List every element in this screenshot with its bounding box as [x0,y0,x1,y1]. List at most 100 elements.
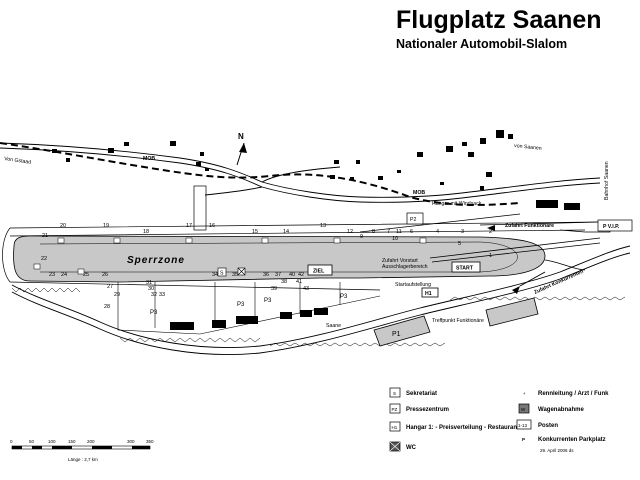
scale-length-label: Länge : 2,7 km [68,457,98,462]
post-number: 33 [159,292,165,298]
post-number: 8 [372,229,375,235]
post-number: 16 [209,223,215,229]
label-p3-2: P3 [237,302,245,308]
label-pvip: P V.I.P. [603,224,620,230]
map-title: Flugplatz Saanen [396,6,602,34]
post-number: 1 [489,253,492,259]
post-number: 19 [103,223,109,229]
mob-label-left: MOB [143,156,155,162]
track-course-lines [39,241,518,273]
label-hangar-windsack: Hangar mit Windsack [432,201,482,207]
label-start: START [456,266,474,272]
post-number: 36 [263,272,269,278]
svg-text:PZ: PZ [392,407,398,412]
post-number: 34 [212,272,218,278]
hangar-blocks [170,308,328,330]
svg-text:1-13: 1-13 [518,423,528,428]
post-number: 11 [396,229,402,235]
post-number: 28 [104,304,110,310]
post-number: 10 [392,236,398,242]
scale-tick-3: 150 [68,439,76,444]
svg-text:WC: WC [406,445,417,451]
post-number: 20 [60,223,66,229]
scale-tick-4: 200 [87,439,95,444]
label-s: S [220,271,224,277]
legend: S Sekretariat PZ Pressezentrum H1 Hangar… [389,387,609,453]
post-number: 7 [387,229,390,235]
scale-bar: 0 50 100 150 200 300 350 Länge : 2,7 km [10,439,154,462]
legend-right-1: W Wagenabnahme [518,403,584,414]
label-p3-4: P3 [340,294,348,300]
legend-right-0: + Rennleitung / Arzt / Funk [523,391,609,397]
crossing-road [193,185,207,231]
post-number: 22 [41,256,47,262]
mob-railway [0,142,521,206]
svg-text:Rennleitung / Arzt / Funk: Rennleitung / Arzt / Funk [538,391,609,397]
post-number: 18 [143,229,149,235]
post-number: 35 [232,272,238,278]
post-number: 43 [303,286,309,292]
svg-text:P: P [522,437,525,442]
legend-date: 29. April 2006 ds [540,448,574,453]
label-p3-3: P3 [264,298,272,304]
post-numbers: 1 2 3 4 5 6 7 8 9 10 11 12 13 14 15 16 1… [41,223,492,310]
post-number: 17 [186,223,192,229]
parking-p1: P1 [373,315,431,347]
post-number: 25 [83,272,89,278]
parking-p4 [485,297,539,327]
post-number: 12 [347,229,353,235]
label-zufahrt-vorstart: Zufahrt Vorstart [382,258,418,264]
label-startaufstellung: Startaufstellung [395,282,431,288]
label-h1: H1 [425,291,432,297]
label-bahnhof: Bahnhof Saanen [604,161,610,200]
svg-text:W: W [521,407,526,412]
p2-box [406,212,424,225]
svg-text:Posten: Posten [538,423,558,429]
saane-river [11,245,631,355]
svg-text:Wagenabnahme: Wagenabnahme [538,407,584,413]
post-number: 15 [252,229,258,235]
north-arrow-icon: N [236,132,247,166]
main-road [0,142,601,203]
buildings [52,130,580,210]
label-von-gstaad: Von Gstaad [4,156,32,166]
ziel-box [307,264,333,276]
post-number: 2 [489,229,492,235]
label-treffpunkt: Treffpunkt Funktionäre [432,318,484,324]
post-number: 38 [281,279,287,285]
svg-text:Konkurrenten Parkplatz: Konkurrenten Parkplatz [538,437,606,443]
post-number: 24 [61,272,67,278]
legend-left-2: H1 Hangar 1: - Preisverteilung - Restaur… [389,421,519,432]
post-number: 4 [436,229,439,235]
access-roads [359,213,601,271]
legend-left-1: PZ Pressezentrum [389,403,449,414]
legend-right-2: 1-13 Posten [516,419,558,430]
h1-box [421,287,439,298]
post-number: 41 [296,279,302,285]
svg-text:Hangar 1: - Preisverteilung -: Hangar 1: - Preisverteilung - Restaurant [406,425,519,431]
svg-text:H1: H1 [392,425,398,430]
map-subtitle: Nationaler Automobil-Slalom [396,37,567,51]
label-sperrzone: Sperrzone [127,255,185,266]
post-number: 40 [289,272,295,278]
scale-tick-2: 100 [48,439,56,444]
s-box [217,267,227,277]
svg-text:S: S [393,391,396,396]
post-number: 9 [360,234,363,240]
post-markers [33,237,427,275]
post-number: 14 [283,229,289,235]
post-number: 5 [458,241,461,247]
label-p3-1: P3 [150,310,158,316]
post-number: 42 [298,272,304,278]
label-saane: Saane [326,323,341,329]
start-box [451,261,481,273]
svg-text:P1: P1 [392,331,401,338]
post-number: 23 [49,272,55,278]
direction-arrows [487,225,520,294]
label-ziel: ZIEL [313,269,325,275]
post-number: 3 [461,229,464,235]
scale-tick-0: 0 [10,439,13,444]
north-label: N [238,132,244,141]
post-number: 6 [410,229,413,235]
